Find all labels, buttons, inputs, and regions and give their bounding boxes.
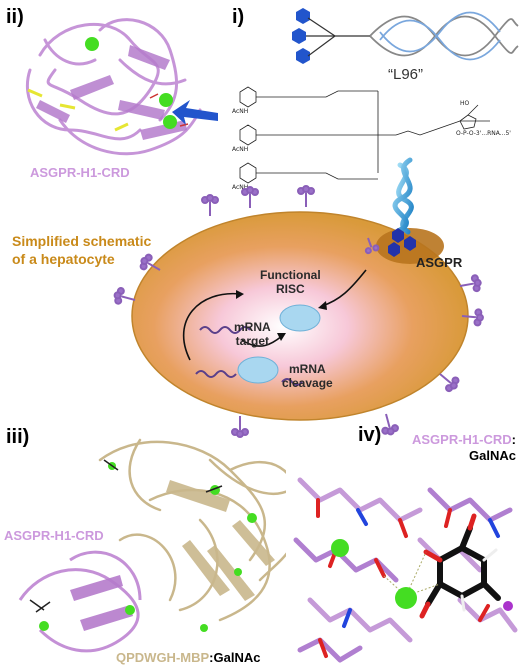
schematic-title: Simplified schematic of a hepatocyte — [12, 232, 151, 268]
asgpr-crd-label-ii: ASGPR-H1-CRD — [30, 165, 130, 180]
asgpr-crd-label-iv: ASGPR-H1-CRD — [411, 432, 512, 447]
schematic-title-line2: of a hepatocyte — [12, 251, 115, 267]
mrna-cleavage-label: mRNA cleavage — [282, 362, 333, 390]
asgpr-crd-label-iii: ASGPR-H1-CRD — [4, 528, 104, 543]
iv-caption: ASGPR-H1-CRD: GalNAc — [408, 432, 516, 464]
mrna-cleavage-line2: cleavage — [282, 376, 333, 390]
chem-acnh-3: AcNH — [232, 184, 249, 191]
schematic-title-line1: Simplified schematic — [12, 233, 152, 249]
qpdwgh-mbp-label: QPDWGH-MBP — [116, 650, 210, 665]
iv-caption-line1: ASGPR-H1-CRD: — [408, 432, 516, 448]
asgpr-label: ASGPR — [416, 255, 463, 270]
chem-acnh-2: AcNH — [232, 146, 249, 153]
l96-label: “L96” — [388, 66, 424, 83]
mbp-galnac-caption: QPDWGH-MBP:GalNAc — [116, 650, 260, 665]
galnac-label-iii: :GalNAc — [209, 650, 261, 665]
functional-risc-line1: Functional — [260, 268, 321, 282]
mrna-target-line1: mRNA — [234, 320, 271, 334]
galnac-label-iv: GalNAc — [469, 448, 516, 463]
functional-risc-label: Functional RISC — [260, 268, 321, 296]
chem-acnh-1: AcNH — [232, 108, 249, 115]
chem-rna: O-P-O-3'...RNA...5' — [456, 130, 511, 137]
binding-site-arrow — [172, 100, 218, 125]
panel-label-iii: iii) — [6, 426, 30, 448]
chem-ho: HO — [460, 100, 470, 107]
panel-label-i: i) — [232, 6, 245, 28]
panel-label-iv: iv) — [358, 424, 382, 446]
panel-label-ii: ii) — [6, 6, 24, 28]
iv-caption-colon: : — [511, 432, 516, 447]
mrna-target-label: mRNA target — [234, 320, 271, 348]
functional-risc-line2: RISC — [276, 282, 305, 296]
mrna-cleavage-line1: mRNA — [289, 362, 326, 376]
mrna-target-line2: target — [235, 334, 269, 348]
